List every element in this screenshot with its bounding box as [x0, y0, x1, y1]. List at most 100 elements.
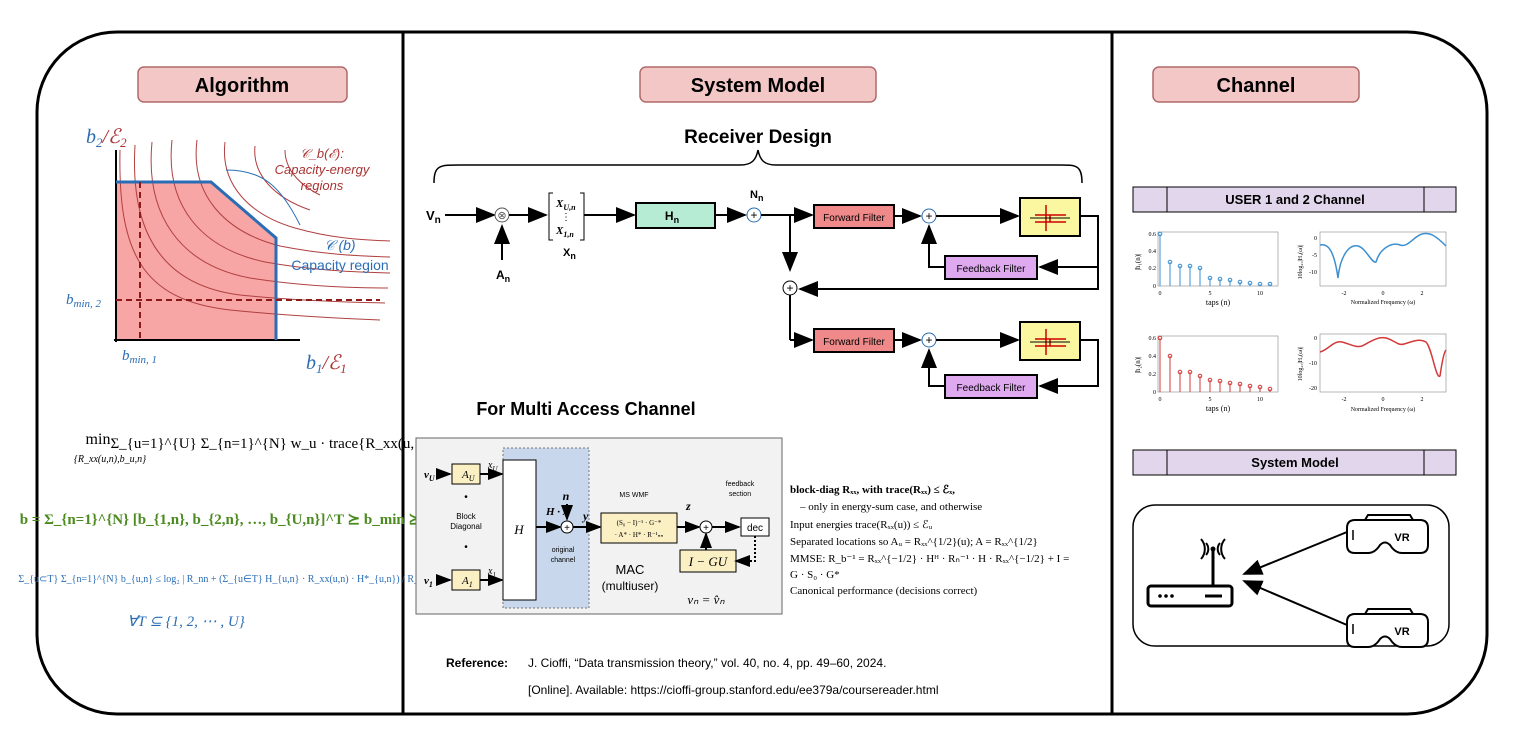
feedback-loop-2	[1038, 339, 1099, 394]
H2-curve	[1319, 336, 1447, 377]
system-model-bar-title: System Model	[1251, 455, 1338, 470]
h2-ytick-1: 0.4	[1149, 354, 1157, 360]
H1-xlabel: Normalized Frequency (ω)	[1351, 299, 1416, 306]
reference-line1: J. Cioffi, “Data transmission theory,” v…	[528, 656, 886, 670]
x-axis-label: b1/ℰ1	[306, 352, 347, 376]
vn-hat-label: vₙ = v̂ₙ	[687, 592, 725, 607]
plot-H1: 10log₁₀|H₁(ω)| 0 -5 -10 -2 0 2 Normalize…	[1297, 231, 1447, 306]
user-channel-bar	[1132, 186, 1457, 213]
system-model-header	[639, 66, 877, 103]
h2-xtick-2: 10	[1257, 397, 1263, 403]
h2-ytick-3: 0	[1153, 390, 1156, 396]
algorithm-header	[137, 66, 348, 103]
H1-xtick-2: 2	[1421, 291, 1424, 297]
H2-ytick-2: -20	[1309, 386, 1317, 392]
x-vector-dots: ⋮	[561, 212, 571, 223]
y-axis-label: b2/ℰ2	[86, 126, 127, 150]
capacity-pointer-curve	[225, 169, 301, 226]
block-diag-line1: Block	[456, 512, 477, 521]
H1-xtick-0: -2	[1342, 291, 1347, 297]
y-label: y	[581, 509, 589, 523]
H1-curve	[1319, 232, 1447, 279]
fb1-to-adder-arrow	[921, 224, 945, 268]
feedback-section-line2: section	[729, 491, 751, 498]
user-channel-title: USER 1 and 2 Channel	[1225, 192, 1364, 207]
channel-header	[1152, 66, 1360, 103]
v-1-label: v1	[424, 575, 433, 589]
h1-xlabel: taps (n)	[1206, 298, 1231, 307]
h2-ytick-2: 0.2	[1149, 372, 1157, 378]
vr-headset-icon-1: VR	[1346, 514, 1429, 554]
h2-ylabel: |h₂(n)|	[1134, 357, 1142, 374]
h2-xtick-0: 0	[1159, 397, 1162, 403]
fb2-to-adder-arrow	[921, 348, 945, 387]
bmin2-label: bmin, 2	[66, 292, 102, 310]
eq1-min-sub: {R_xx(u,n),b_u,n}	[74, 454, 146, 465]
mac-dot-1: •	[464, 492, 468, 503]
H2-ylabel: 10log₁₀|H₂(ω)|	[1297, 347, 1304, 382]
ms-wmf-label: MS WMF	[619, 492, 648, 499]
system-model-title: System Model	[691, 75, 825, 97]
mac-bullet-list: block-diag Rₓₓ, with trace(Rₓₓ) ≤ ℰₓ, – …	[790, 484, 1069, 597]
plot-h2: |h₂(n)| 0.6 0.4 0.2 0 0 5 10 taps (n)	[1134, 335, 1279, 413]
block-diag-line2: Diagonal	[450, 522, 482, 531]
decision-to-mid-adder	[798, 267, 1099, 297]
router-icon	[1146, 538, 1234, 608]
forward-filter-1-label: Forward Filter	[823, 213, 885, 224]
reference-line2: [Online]. Available: https://cioffi-grou…	[528, 683, 938, 697]
h-matrix-block	[502, 459, 537, 601]
h2-stems	[1157, 335, 1273, 392]
h1-ylabel: |h₁(n)|	[1134, 254, 1142, 271]
x-vector-bottom: X1,n	[555, 225, 574, 239]
h-matrix-label: H	[513, 522, 524, 537]
h1-ytick-2: 0.2	[1149, 266, 1157, 272]
eq4: ∀T ⊆ {1, 2, ⋯ , U}	[127, 614, 244, 630]
h-block-label: Hn	[665, 209, 679, 225]
x-vector-label: Xn	[563, 247, 576, 261]
feedback-loop-1	[1038, 215, 1099, 275]
channel-panel: Channel USER 1 and 2 Channel |h₁(n	[1132, 66, 1457, 648]
channel-title: Channel	[1217, 75, 1296, 97]
multiply-symbol: ⊗	[497, 210, 506, 222]
h1-ytick-3: 0	[1153, 284, 1156, 290]
arrow-to-vr1	[1242, 531, 1348, 575]
dec-feedback-path	[734, 536, 756, 567]
cap-region-title: 𝒞 (b)	[324, 237, 355, 253]
receiver-brace	[433, 149, 1083, 184]
vr-label-2: VR	[1394, 626, 1409, 638]
mac-bullet-2: Input energies trace(Rₓₓ(u)) ≤ ℰᵤ	[790, 519, 933, 531]
decision-block-2	[1019, 321, 1081, 361]
H2-xtick-0: -2	[1342, 397, 1347, 403]
h2-xtick-1: 5	[1209, 397, 1212, 403]
h1-xtick-0: 0	[1159, 291, 1162, 297]
wmf-block	[600, 512, 678, 544]
H1-ytick-1: -5	[1312, 253, 1317, 259]
a-u-label: AU	[461, 469, 476, 483]
h1-ytick-1: 0.4	[1149, 249, 1157, 255]
H2-xtick-1: 0	[1382, 397, 1385, 403]
dec-label: dec	[747, 523, 763, 534]
n-label: n	[563, 489, 570, 503]
h2-xlabel: taps (n)	[1206, 404, 1231, 413]
outer-frame	[35, 30, 1489, 716]
H2-ytick-1: -10	[1309, 361, 1317, 367]
mac-dot-2: •	[464, 542, 468, 553]
algorithm-panel: Algorithm b2/ℰ2 b1/ℰ1 𝒞_b(ℰ): Capacity-e…	[18, 66, 438, 630]
arrow-to-vr2	[1242, 580, 1348, 626]
bmin1-label: bmin, 1	[122, 348, 157, 366]
H1-ylabel: 10log₁₀|H₁(ω)|	[1297, 245, 1304, 280]
reference-label: Reference:	[446, 656, 508, 670]
h1-xtick-1: 5	[1209, 291, 1212, 297]
a-1-label: A1	[461, 575, 473, 589]
feedback-filter-2-label: Feedback Filter	[957, 383, 1027, 394]
a-input-label: An	[496, 268, 510, 284]
x-vector-top: XU,n	[555, 198, 576, 212]
i-gu-label: I − GU	[688, 554, 729, 569]
h1-xtick-2: 10	[1257, 291, 1263, 297]
system-model-panel: System Model Receiver Design Vn ⊗ An XU,…	[415, 66, 1099, 697]
feedback-section-line1: feedback	[726, 481, 755, 488]
mac-bullet-4: MMSE: R_b⁻¹ = Rₓₓ^{−1/2} · Hᴴ · Rₙ⁻¹ · H…	[790, 553, 1069, 565]
lower-adder-symbol: +	[925, 333, 932, 347]
x-u-label: xU	[487, 460, 498, 473]
